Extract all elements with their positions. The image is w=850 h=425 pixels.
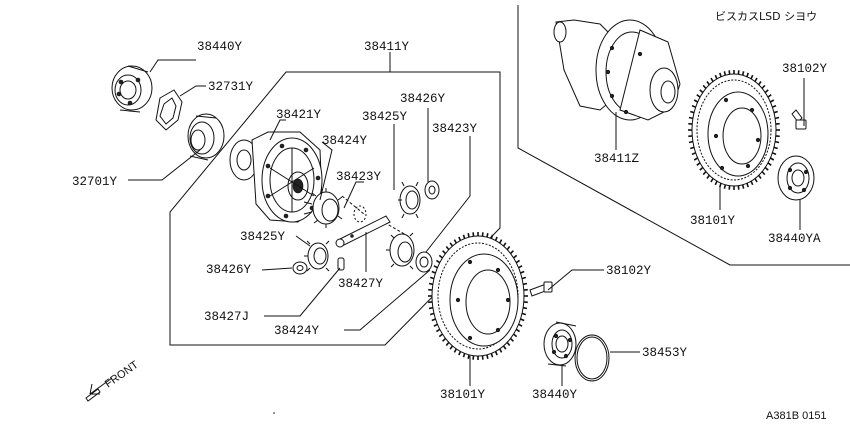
label-38102Y-main: 38102Y [606,264,652,278]
pinion-gear-38425Y-top [398,181,421,219]
label-38426Y-left: 38426Y [206,263,252,277]
label-38424Y-bottom: 38424Y [274,324,320,338]
label-38453Y: 38453Y [642,346,688,360]
bearing-38440YA [777,155,815,201]
label-38427J: 38427J [204,310,249,324]
stray-dot [273,412,275,414]
bearing-38440Y-bottom [543,321,577,367]
pinion-gear-38425Y-left [304,240,330,272]
shim-38453Y [574,334,610,382]
thrust-washer-38423Y-right [415,251,433,273]
ring-gear-38101Y [431,235,525,357]
ring-gear-teeth-main [428,232,528,360]
label-38411Z: 38411Z [594,152,640,166]
inset-divider [517,5,850,266]
ring-gear-38101Y-inset [691,73,777,187]
front-arrow-icon [85,377,113,402]
label-38411Y: 38411Y [364,40,410,54]
shim-32731Y [155,89,183,131]
washer-38426Y-top [424,180,440,200]
drawing-id: A381B 0151 [766,410,827,422]
side-gear-38424Y-bottom [386,232,415,270]
label-32701Y: 32701Y [72,175,118,189]
label-38424Y-top: 38424Y [322,134,368,148]
label-38101Y-inset: 38101Y [690,214,736,228]
diagram-title: ビスカスLSD シヨウ [715,10,817,23]
label-38426Y-top: 38426Y [400,92,446,106]
leader-lines [128,52,805,386]
label-38440YA: 38440YA [768,232,821,246]
label-38423Y-right: 38423Y [432,122,478,136]
oil-seal-32701Y [187,113,225,161]
label-38425Y-left: 38425Y [240,230,286,244]
side-gear-38424Y-top [303,188,343,228]
bearing-38440Y-top [111,65,153,113]
label-38101Y-main: 38101Y [440,388,486,402]
washer-38426Y-left [292,261,308,275]
front-label: FRONT [103,359,141,391]
label-38102Y-inset: 38102Y [782,62,828,76]
diff-case-38421Y [229,131,323,223]
label-38425Y-top: 38425Y [362,110,408,124]
label-38440Y-top: 38440Y [197,40,243,54]
label-38421Y: 38421Y [276,108,322,122]
lock-pin-38427J [337,257,345,271]
label-32731Y: 32731Y [208,80,254,94]
bolt-38102Y-main [529,281,553,297]
viscous-lsd-case-38411Z [553,19,681,121]
assembly-bracket [169,71,501,346]
pinion-shaft-38427Y [335,215,391,248]
label-38427Y: 38427Y [338,277,384,291]
label-38440Y-bottom: 38440Y [532,388,578,402]
ring-gear-teeth-inset [688,70,780,190]
label-38423Y-mid: 38423Y [336,170,382,184]
